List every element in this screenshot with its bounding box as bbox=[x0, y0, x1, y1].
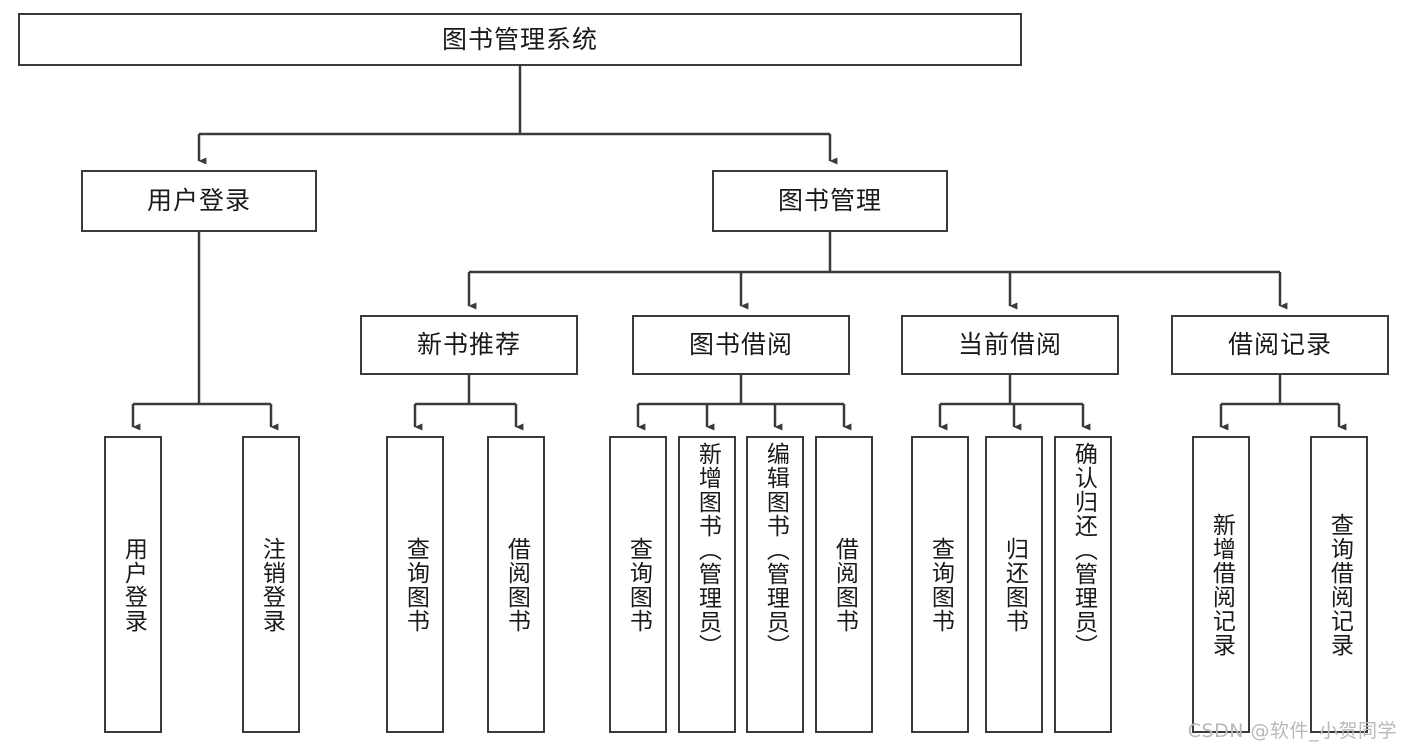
node-label: 当前借阅 bbox=[957, 330, 1062, 360]
node-label: 新书推荐 bbox=[416, 330, 521, 360]
node-label: 查询借阅记录 bbox=[1326, 512, 1353, 657]
node-label: 新增借阅记录 bbox=[1208, 512, 1235, 657]
node-label: 查询图书 bbox=[625, 536, 652, 633]
node-label: 用户登录 bbox=[146, 186, 251, 216]
node-current-borrow[interactable]: 当前借阅 bbox=[901, 315, 1119, 375]
node-label: 图书管理 bbox=[777, 186, 882, 216]
node-leaf-confirm-return[interactable]: 确认归还（管理员） bbox=[1054, 436, 1112, 733]
node-label: 查询图书 bbox=[927, 536, 954, 633]
node-leaf-query-book-2[interactable]: 查询图书 bbox=[609, 436, 667, 733]
node-leaf-borrow-book-2[interactable]: 借阅图书 bbox=[815, 436, 873, 733]
node-leaf-query-record[interactable]: 查询借阅记录 bbox=[1310, 436, 1368, 733]
node-leaf-query-book-3[interactable]: 查询图书 bbox=[911, 436, 969, 733]
node-book-borrow[interactable]: 图书借阅 bbox=[632, 315, 850, 375]
node-label: 确认归还（管理员） bbox=[1070, 442, 1097, 658]
node-leaf-user-login[interactable]: 用户登录 bbox=[104, 436, 162, 733]
node-label: 借阅图书 bbox=[503, 536, 530, 633]
node-label: 注销登录 bbox=[258, 536, 285, 633]
node-label: 图书管理系统 bbox=[441, 24, 598, 54]
node-label: 借阅图书 bbox=[831, 536, 858, 633]
node-leaf-edit-book[interactable]: 编辑图书（管理员） bbox=[746, 436, 804, 733]
node-new-book-recommend[interactable]: 新书推荐 bbox=[360, 315, 578, 375]
node-leaf-logout[interactable]: 注销登录 bbox=[242, 436, 300, 733]
node-leaf-query-book-1[interactable]: 查询图书 bbox=[386, 436, 444, 733]
node-label: 图书借阅 bbox=[688, 330, 793, 360]
node-label: 编辑图书（管理员） bbox=[762, 442, 789, 658]
node-user-login[interactable]: 用户登录 bbox=[81, 170, 317, 232]
node-leaf-add-record[interactable]: 新增借阅记录 bbox=[1192, 436, 1250, 733]
node-book-manage[interactable]: 图书管理 bbox=[712, 170, 948, 232]
node-leaf-return-book[interactable]: 归还图书 bbox=[985, 436, 1043, 733]
csdn-watermark: CSDN @软件_小贺同学 bbox=[1187, 720, 1397, 742]
node-label: 查询图书 bbox=[402, 536, 429, 633]
node-label: 新增图书（管理员） bbox=[694, 442, 721, 658]
node-leaf-borrow-book-1[interactable]: 借阅图书 bbox=[487, 436, 545, 733]
node-label: 用户登录 bbox=[120, 536, 147, 633]
node-borrow-record[interactable]: 借阅记录 bbox=[1171, 315, 1389, 375]
node-root[interactable]: 图书管理系统 bbox=[18, 13, 1022, 66]
node-label: 归还图书 bbox=[1001, 536, 1028, 633]
node-label: 借阅记录 bbox=[1227, 330, 1332, 360]
node-leaf-add-book[interactable]: 新增图书（管理员） bbox=[678, 436, 736, 733]
